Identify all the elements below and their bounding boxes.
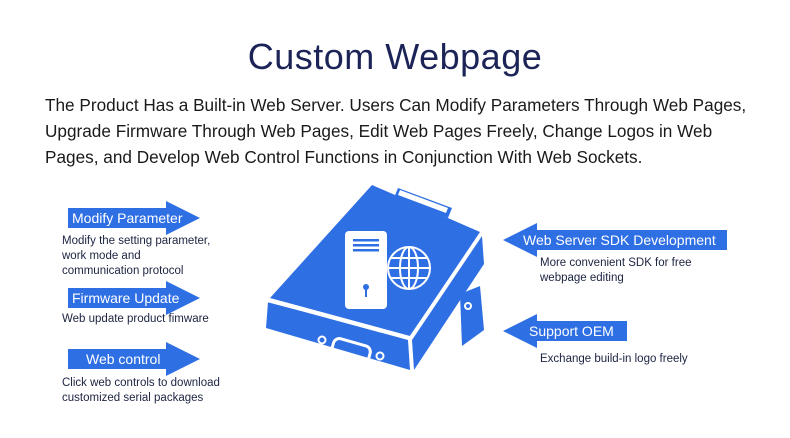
feature-note: Modify the setting parameter, work mode … bbox=[62, 234, 210, 279]
note-line: webpage editing bbox=[540, 272, 624, 284]
device-box-icon bbox=[266, 185, 484, 370]
feature-label: Firmware Update bbox=[72, 290, 180, 306]
feature-note: Click web controls to download customize… bbox=[62, 376, 220, 406]
server-icon bbox=[345, 231, 387, 309]
serial-port-icon bbox=[317, 335, 385, 365]
note-line: Web update product fimware bbox=[62, 313, 209, 325]
arrow-right-icon bbox=[166, 281, 200, 315]
note-line: Modify the setting parameter, bbox=[62, 235, 211, 247]
feature-label: Web control bbox=[86, 351, 161, 367]
page-title: Custom Webpage bbox=[247, 36, 543, 77]
feature-note: More convenient SDK for free webpage edi… bbox=[540, 256, 692, 286]
feature-firmware-update: Firmware Update bbox=[68, 281, 200, 315]
feature-support-oem: Support OEM bbox=[503, 314, 627, 348]
feature-web-control: Web control bbox=[68, 342, 200, 376]
note-line: customized serial packages bbox=[62, 392, 204, 404]
note-line: Exchange build-in logo freely bbox=[540, 353, 688, 365]
arrow-left-icon bbox=[503, 223, 537, 257]
feature-label: Modify Parameter bbox=[72, 210, 183, 226]
feature-label: Web Server SDK Development bbox=[523, 232, 716, 248]
note-line: communication protocol bbox=[62, 265, 184, 277]
feature-note: Web update product fimware bbox=[62, 312, 209, 327]
note-line: work mode and bbox=[62, 250, 141, 262]
arrow-left-icon bbox=[503, 314, 537, 348]
feature-modify-parameter: Modify Parameter bbox=[68, 201, 200, 235]
globe-icon bbox=[387, 246, 431, 290]
note-line: More convenient SDK for free bbox=[540, 257, 692, 269]
arrow-right-icon bbox=[166, 201, 200, 235]
note-line: Click web controls to download bbox=[62, 377, 220, 389]
feature-note: Exchange build-in logo freely bbox=[540, 352, 688, 367]
feature-label: Support OEM bbox=[529, 323, 614, 339]
feature-web-server-sdk: Web Server SDK Development bbox=[503, 223, 727, 257]
arrow-right-icon bbox=[166, 342, 200, 376]
page-description: The Product Has a Built-in Web Server. U… bbox=[45, 95, 747, 167]
